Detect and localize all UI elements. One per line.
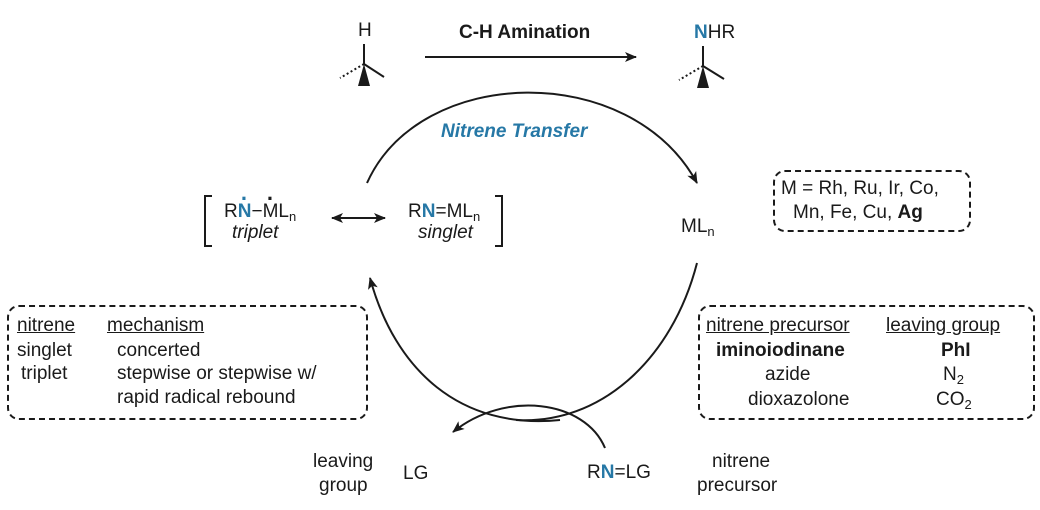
triplet-m-atom: M bbox=[263, 201, 279, 222]
catalyst-label: MLn bbox=[681, 216, 715, 238]
triplet-l: L bbox=[278, 201, 289, 222]
cycle-title: Nitrene Transfer bbox=[441, 121, 588, 142]
leaving-group-caption-2: group bbox=[319, 475, 368, 496]
triplet-r: R bbox=[224, 201, 238, 222]
precursor-row-2-lg: N2 bbox=[943, 364, 964, 386]
leaving-group-label: LG bbox=[403, 463, 429, 484]
precursor-caption-2: precursor bbox=[697, 475, 778, 496]
substrate-carbon-center bbox=[339, 44, 385, 86]
precursor-caption-1: nitrene bbox=[712, 451, 771, 472]
left-bracket bbox=[204, 195, 212, 247]
triplet-dash: − bbox=[251, 201, 263, 222]
triplet-n-atom: N bbox=[238, 201, 252, 222]
precursor-lg: =LG bbox=[614, 462, 651, 483]
singlet-rest: =ML bbox=[435, 201, 473, 222]
metals-line-2-prefix: Mn, Fe, Cu, bbox=[793, 202, 898, 223]
mechanism-row-2-nitrene: triplet bbox=[21, 363, 68, 384]
metals-line-2: Mn, Fe, Cu, Ag bbox=[793, 202, 923, 224]
precursor-row-3-lg: CO2 bbox=[936, 389, 972, 411]
mechanism-row-1-mechanism: concerted bbox=[117, 340, 201, 361]
catalyst-ml: ML bbox=[681, 216, 708, 237]
metals-ag: Ag bbox=[897, 202, 923, 223]
mechanism-row-2-mechanism: stepwise or stepwise w/ bbox=[117, 363, 317, 384]
triplet-nitrene-formula: RN−MLn bbox=[224, 201, 296, 223]
right-bracket bbox=[495, 195, 503, 247]
precursor-row-3-lg-sub: 2 bbox=[964, 397, 972, 412]
mechanism-header-nitrene: nitrene bbox=[17, 315, 76, 336]
triplet-caption: triplet bbox=[232, 222, 279, 243]
mechanism-row-1-nitrene: singlet bbox=[17, 340, 72, 361]
cycle-arc-top bbox=[366, 91, 698, 184]
product-nhr-label: NHR bbox=[694, 22, 735, 44]
catalyst-sub: n bbox=[707, 224, 715, 239]
precursor-row-1-name: iminoiodinane bbox=[716, 340, 845, 361]
singlet-nitrene-formula: RN=MLn bbox=[408, 201, 480, 223]
cycle-arc-right bbox=[515, 262, 698, 422]
singlet-n-atom: N bbox=[421, 201, 436, 222]
precursor-row-2-lg-sub: 2 bbox=[956, 372, 964, 387]
mechanism-table-box: nitrene mechanism singlet concerted trip… bbox=[7, 305, 368, 420]
singlet-r: R bbox=[408, 201, 422, 222]
leaving-group-caption-1: leaving bbox=[313, 451, 374, 472]
precursor-formula: RN=LG bbox=[587, 462, 651, 484]
precursor-table-box: nitrene precursor leaving group iminoiod… bbox=[698, 305, 1035, 420]
mechanism-row-3-mechanism: rapid radical rebound bbox=[117, 387, 296, 408]
precursor-header-precursor: nitrene precursor bbox=[706, 315, 850, 336]
product-hr-text: HR bbox=[707, 22, 736, 43]
precursor-n-atom: N bbox=[600, 462, 615, 483]
singlet-caption: singlet bbox=[418, 222, 473, 243]
metals-box: M = Rh, Ru, Ir, Co, Mn, Fe, Cu, Ag bbox=[773, 170, 971, 232]
precursor-row-2-name: azide bbox=[765, 364, 811, 385]
substrate-h-label: H bbox=[358, 20, 372, 41]
lg-release-arrow bbox=[452, 404, 606, 449]
singlet-sub: n bbox=[472, 209, 481, 224]
mechanism-header-mechanism: mechanism bbox=[107, 315, 205, 336]
metals-line-1: M = Rh, Ru, Ir, Co, bbox=[781, 178, 939, 199]
cycle-arc-left bbox=[368, 277, 561, 423]
precursor-row-3-name: dioxazolone bbox=[748, 389, 850, 410]
precursor-row-3-lg-main: CO bbox=[936, 389, 965, 410]
precursor-header-leaving-group: leaving group bbox=[886, 315, 1001, 336]
precursor-row-1-lg: PhI bbox=[941, 340, 971, 361]
product-n-atom: N bbox=[694, 22, 708, 43]
triplet-sub: n bbox=[288, 209, 297, 224]
reaction-label: C-H Amination bbox=[459, 22, 591, 43]
precursor-row-2-lg-main: N bbox=[943, 364, 957, 385]
precursor-r: R bbox=[587, 462, 601, 483]
product-carbon-center bbox=[678, 46, 725, 88]
